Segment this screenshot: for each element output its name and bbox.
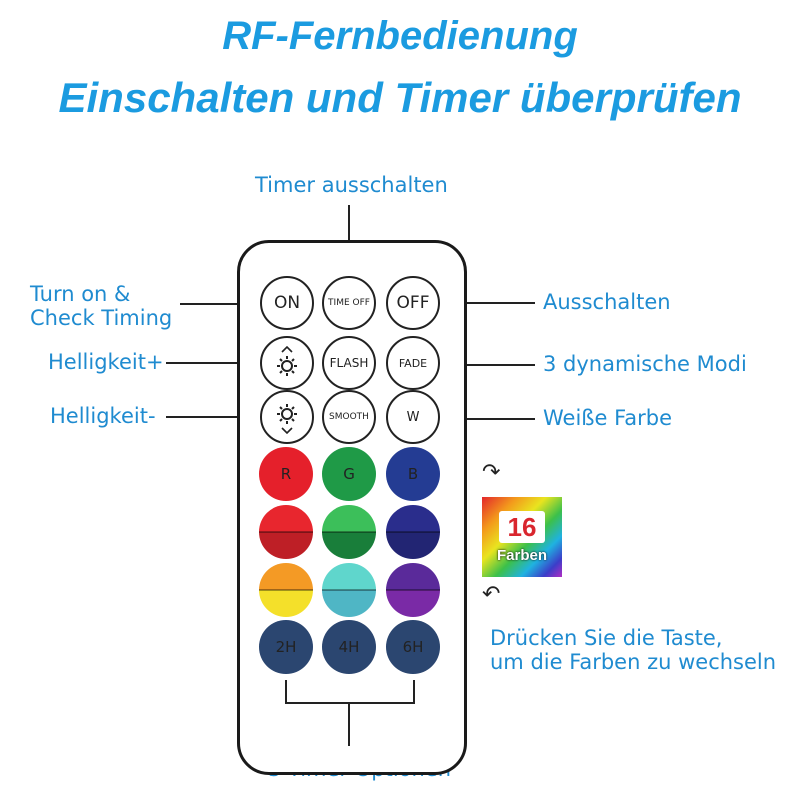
label-timer-off: Timer ausschalten — [255, 173, 448, 197]
leader-line-on — [180, 303, 264, 305]
title-line-2: Einschalten und Timer überprüfen — [58, 74, 742, 121]
timer-bracket-stem — [348, 702, 350, 746]
white-button[interactable]: W — [386, 390, 440, 444]
timer-6h-label: 6H — [402, 638, 424, 656]
label-off: Ausschalten — [543, 290, 671, 314]
leader-line-white — [435, 418, 535, 420]
label-turn-on-2: Check Timing — [30, 306, 173, 330]
cycle-arrow-bottom-icon: ↶ — [482, 582, 501, 607]
label-press-1: Drücken Sie die Taste, — [490, 626, 723, 650]
leader-line-brightness-up — [166, 362, 264, 364]
blue-button-label: B — [407, 465, 419, 483]
cycle-arrow-top-icon: ↷ — [482, 460, 501, 485]
title-line-1: RF-Fernbedienung — [222, 14, 578, 58]
colors-badge-word: Farben — [496, 546, 547, 564]
green-button[interactable]: G — [322, 447, 376, 501]
timer-bracket-left — [285, 680, 287, 704]
sun-down-icon — [277, 404, 297, 434]
fade-button[interactable]: FADE — [386, 336, 440, 390]
flash-button[interactable]: FLASH — [322, 336, 376, 390]
sun-up-icon — [277, 346, 297, 376]
timer-4h-button[interactable]: 4H — [322, 620, 376, 674]
colors-badge: 16 Farben — [482, 497, 562, 577]
red-button[interactable]: R — [259, 447, 313, 501]
red-button-label: R — [280, 465, 292, 483]
label-dynamic-modes: 3 dynamische Modi — [543, 352, 747, 376]
blue-button[interactable]: B — [386, 447, 440, 501]
green-button-label: G — [343, 465, 355, 483]
timer-2h-label: 2H — [275, 638, 297, 656]
on-button[interactable]: ON — [260, 276, 314, 330]
label-white-color: Weiße Farbe — [543, 406, 673, 430]
leader-line-off — [435, 302, 535, 304]
label-brightness-up: Helligkeit+ — [48, 350, 164, 374]
off-button[interactable]: OFF — [386, 276, 440, 330]
timer-bracket-bottom — [285, 702, 415, 704]
timer-6h-button[interactable]: 6H — [386, 620, 440, 674]
label-press-2: um die Farben zu wechseln — [490, 650, 777, 674]
leader-line-brightness-down — [166, 416, 264, 418]
brightness-up-button[interactable] — [260, 336, 314, 390]
time-off-button[interactable]: TIME OFF — [322, 276, 376, 330]
leader-line-fade — [435, 364, 535, 366]
color-button-red-orange[interactable] — [259, 505, 313, 559]
label-turn-on-1: Turn on & — [30, 282, 131, 306]
color-button-navy[interactable] — [386, 505, 440, 559]
brightness-down-button[interactable] — [260, 390, 314, 444]
timer-4h-label: 4H — [338, 638, 360, 656]
timer-2h-button[interactable]: 2H — [259, 620, 313, 674]
smooth-button[interactable]: SMOOTH — [322, 390, 376, 444]
color-button-light-green[interactable] — [322, 505, 376, 559]
color-button-cyan-teal[interactable] — [322, 563, 376, 617]
label-brightness-down: Helligkeit- — [50, 404, 156, 428]
color-button-orange-yellow[interactable] — [259, 563, 313, 617]
timer-bracket-right — [413, 680, 415, 704]
color-button-purple-violet[interactable] — [386, 563, 440, 617]
colors-badge-number: 16 — [499, 510, 545, 543]
